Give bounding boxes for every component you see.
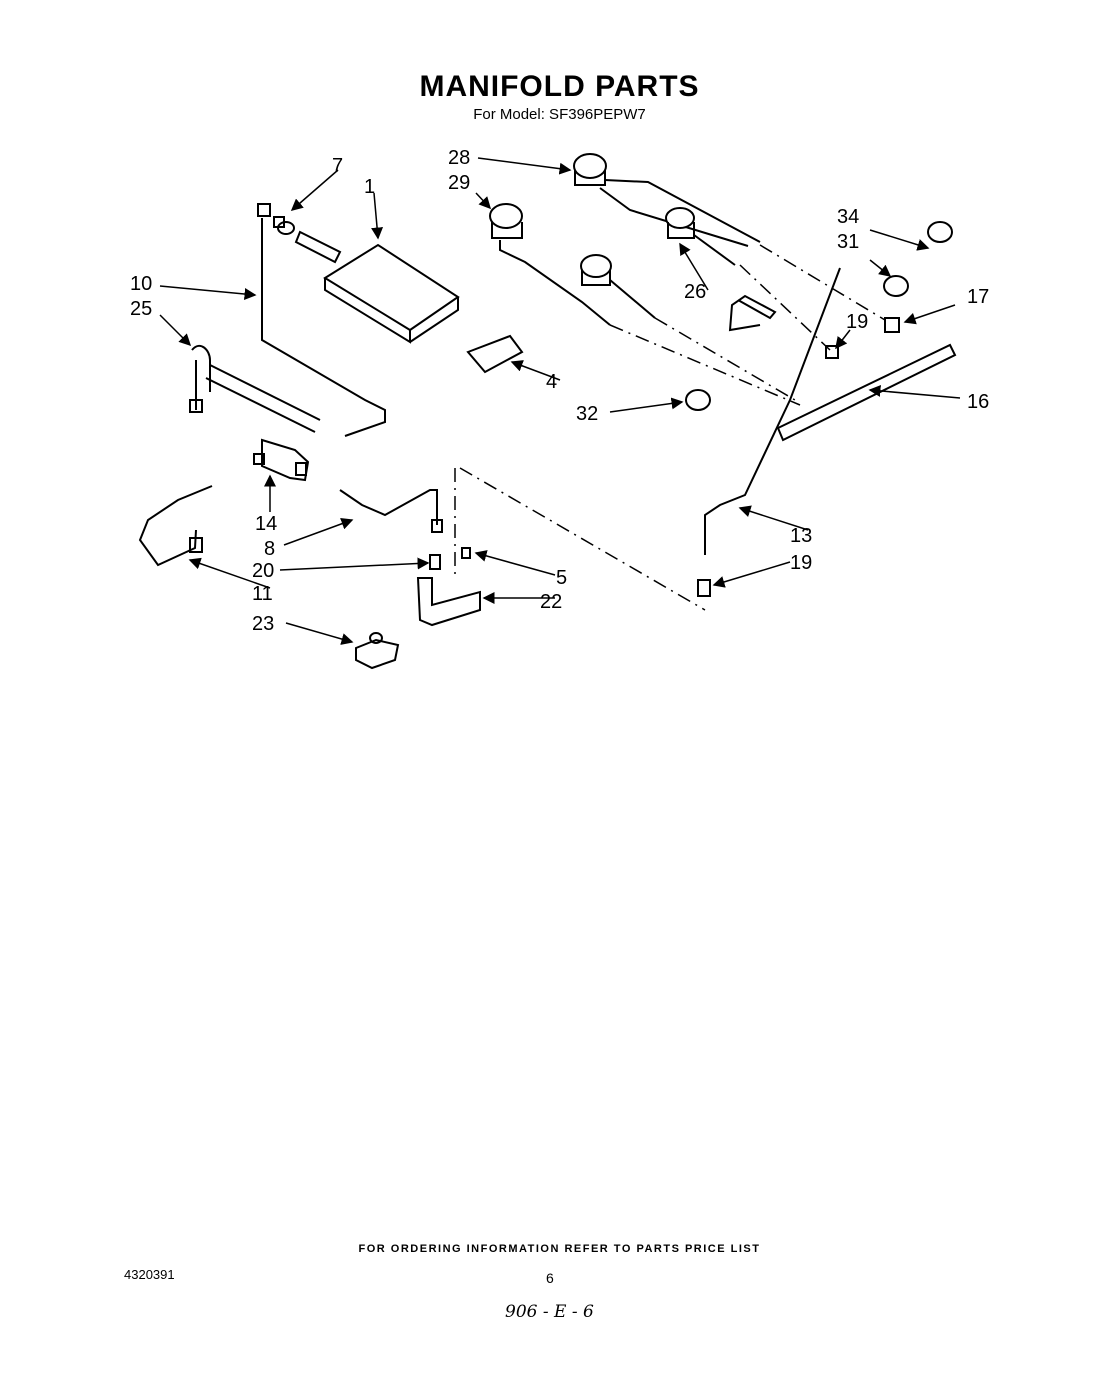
callout-4: 4 xyxy=(546,371,557,393)
callout-20: 20 xyxy=(252,560,274,582)
tube-13-fitting xyxy=(697,579,711,597)
callout-34: 34 xyxy=(837,206,859,228)
parts-drawing xyxy=(138,153,957,670)
tube-11-fitting xyxy=(189,537,203,553)
tube-8-part xyxy=(339,489,438,525)
bracket-part xyxy=(466,334,524,374)
surface-burner-29-part xyxy=(489,203,611,326)
callout-1: 1 xyxy=(364,176,375,198)
knob-32-part xyxy=(685,389,711,411)
callout-10: 10 xyxy=(130,273,152,295)
regulator-assembly-part xyxy=(355,547,481,670)
callout-32: 32 xyxy=(576,403,598,425)
surface-burner-26b-part xyxy=(580,254,656,319)
callout-19-lower: 19 xyxy=(790,552,812,574)
assembly-lines xyxy=(609,244,886,406)
knob-34-part xyxy=(927,221,953,243)
surface-burner-26a-part xyxy=(665,207,736,266)
callout-31: 31 xyxy=(837,231,859,253)
model-subtitle: For Model: SF396PEPW7 xyxy=(473,106,646,123)
broil-burner-part xyxy=(277,221,460,344)
document-number: 4320391 xyxy=(124,1267,175,1282)
valve-part xyxy=(253,438,310,482)
valve-19-part xyxy=(825,345,839,359)
callout-5: 5 xyxy=(556,567,567,589)
callout-22: 22 xyxy=(540,591,562,613)
callout-13: 13 xyxy=(790,525,812,547)
tube-11-part xyxy=(138,485,213,567)
callout-29: 29 xyxy=(448,172,470,194)
handwritten-note: 906 - E - 6 xyxy=(505,1302,594,1322)
valve-17-part xyxy=(884,317,900,333)
surface-burner-28-part xyxy=(573,153,761,247)
callout-17: 17 xyxy=(967,286,989,308)
orifice-part xyxy=(257,203,285,228)
callout-19-upper: 19 xyxy=(846,311,868,333)
callout-26: 26 xyxy=(684,281,706,303)
manifold-pipe-part xyxy=(776,343,957,442)
leader-lines xyxy=(159,157,961,645)
callout-28: 28 xyxy=(448,147,470,169)
knob-31-part xyxy=(883,275,909,297)
callout-11: 11 xyxy=(252,583,273,605)
bake-tube-part xyxy=(189,344,321,433)
tube-8-fitting xyxy=(431,519,443,533)
loop-tube-part xyxy=(728,294,777,332)
callout-16: 16 xyxy=(967,391,989,413)
centerline xyxy=(454,467,706,611)
broil-tube-part xyxy=(261,218,386,437)
page-number: 6 xyxy=(546,1270,554,1286)
callout-labels: 7 1 10 25 4 28 29 26 34 31 17 19 16 32 1… xyxy=(130,147,989,635)
callout-23: 23 xyxy=(252,613,274,635)
callout-8: 8 xyxy=(264,538,275,560)
callout-25: 25 xyxy=(130,298,152,320)
page-title: MANIFOLD PARTS xyxy=(419,70,700,103)
callout-14: 14 xyxy=(255,513,277,535)
callout-7: 7 xyxy=(332,155,343,177)
tube-13-part xyxy=(704,267,841,555)
ordering-note: FOR ORDERING INFORMATION REFER TO PARTS … xyxy=(358,1243,761,1255)
